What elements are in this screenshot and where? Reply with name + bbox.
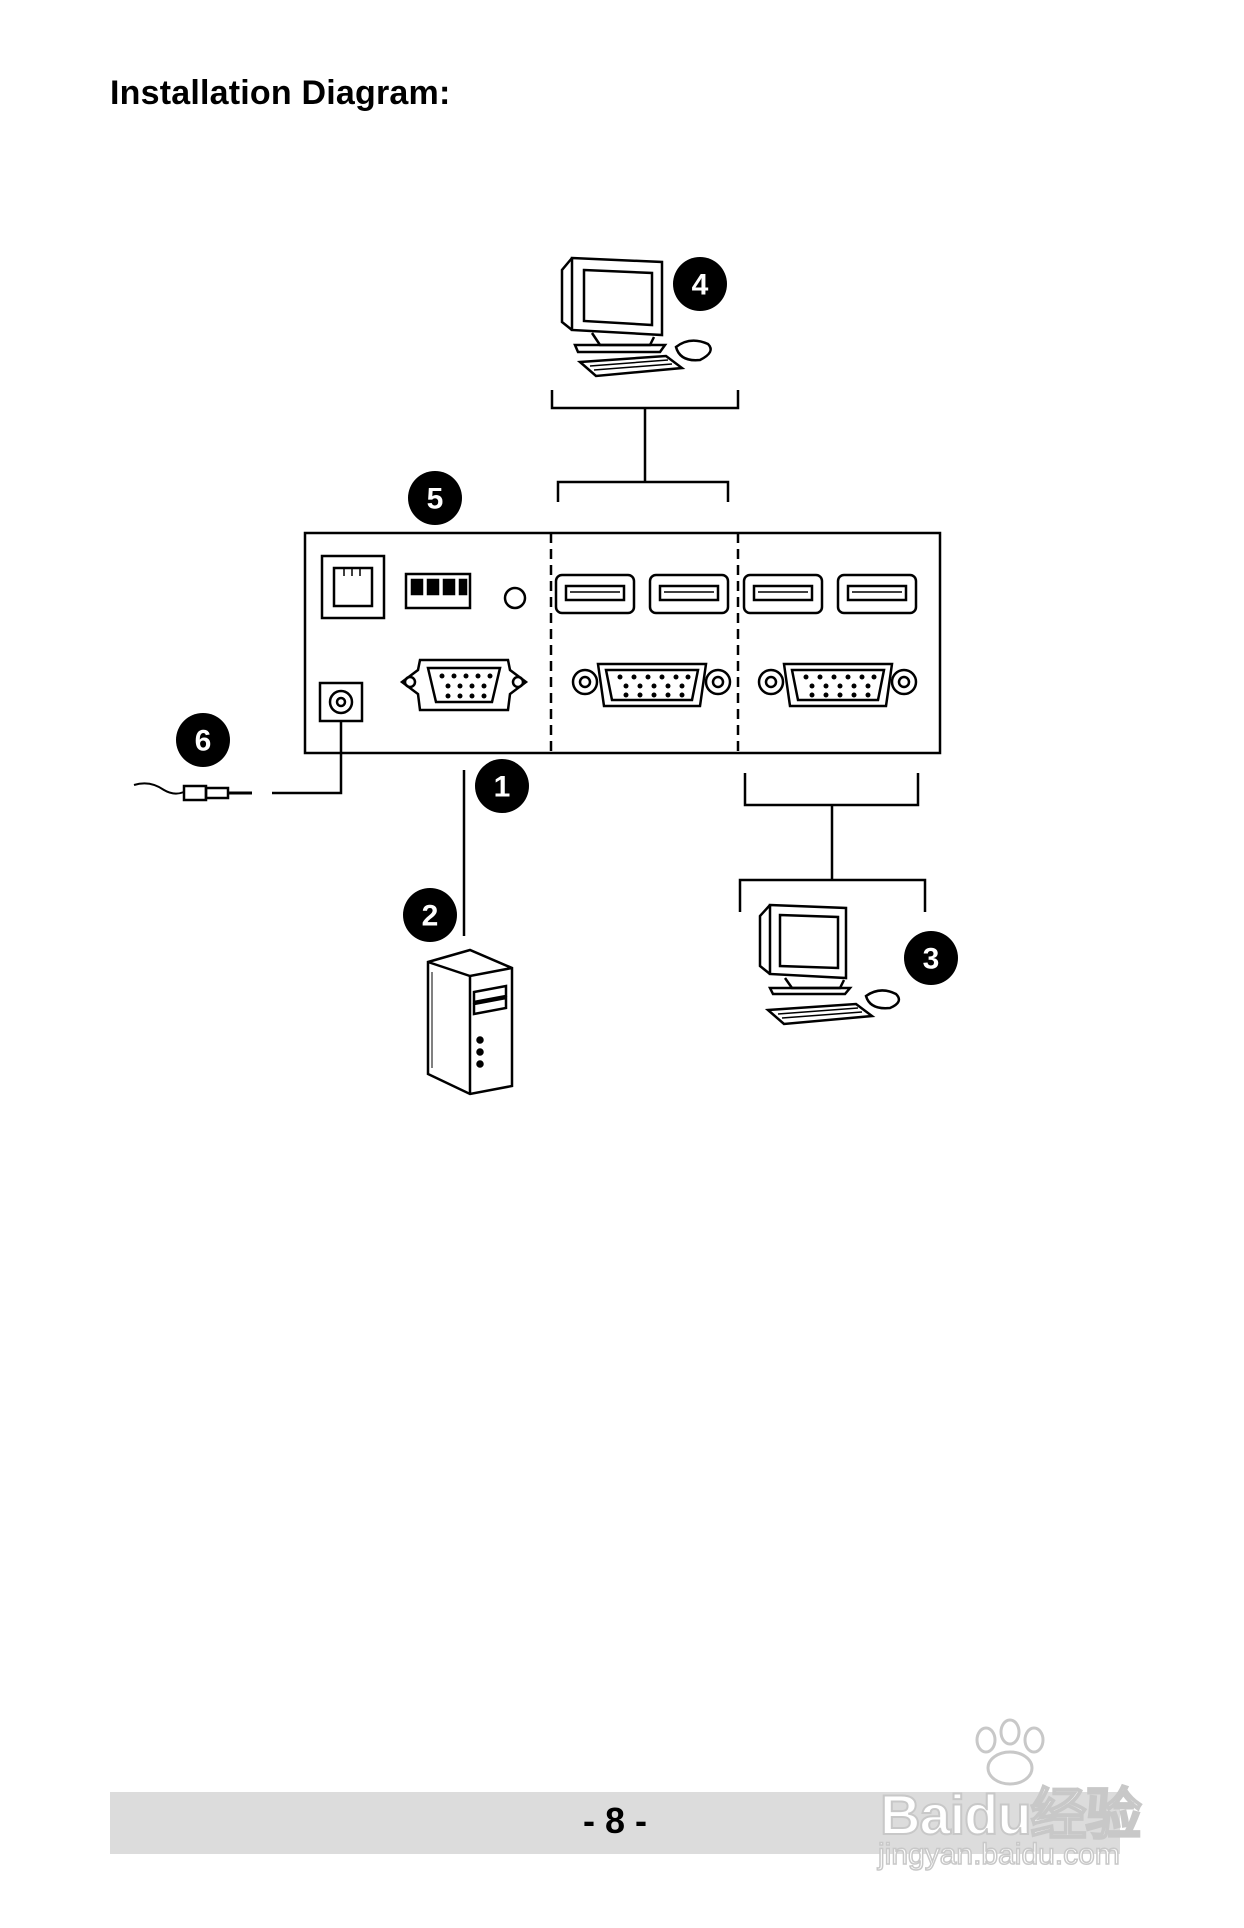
watermark-brand: Baidu经验 (879, 1782, 1143, 1847)
bottom-console-bracket (738, 878, 927, 912)
callout-3: 3 (904, 931, 958, 985)
console-mouse-icon-bottom (864, 989, 901, 1010)
top-console-bracket (550, 390, 740, 410)
callout-1-label: 1 (494, 771, 511, 804)
computer-tower-icon (426, 948, 514, 1096)
callout-5: 5 (408, 471, 462, 525)
top-port-bracket (556, 480, 730, 502)
callout-2-label: 2 (422, 900, 439, 933)
console-keyboard-icon-top (576, 354, 686, 378)
power-cable-line (272, 721, 343, 795)
watermark: Baidu经验 jingyan.baidu.com (872, 1718, 1172, 1878)
power-adapter-plug-icon (133, 782, 252, 802)
usb-port-3 (742, 573, 824, 615)
watermark-url: jingyan.baidu.com (877, 1837, 1120, 1872)
callout-6: 6 (176, 713, 230, 767)
bottom-port-bracket (743, 773, 920, 807)
callout-2: 2 (403, 888, 457, 942)
callout-3-label: 3 (923, 943, 940, 976)
callout-4: 4 (673, 257, 727, 311)
led-indicator (503, 586, 527, 610)
callout-6-label: 6 (195, 725, 212, 758)
vga-port-2 (757, 662, 918, 708)
page-heading: Installation Diagram: (110, 74, 451, 112)
vga-port-1 (571, 662, 732, 708)
kvm-switch-body (303, 531, 942, 755)
dip-switch (404, 572, 472, 610)
footer-bar: - 8 - (110, 1792, 1120, 1854)
callout-1: 1 (475, 759, 529, 813)
paw-logo-icon (975, 1718, 1045, 1786)
vga-port-computer (399, 658, 529, 712)
callout-5-label: 5 (427, 483, 444, 516)
usb-port-1 (554, 573, 636, 615)
rj11-port (320, 554, 386, 620)
console-monitor-icon-top (560, 256, 668, 354)
console-mouse-icon-top (674, 339, 712, 362)
power-jack (318, 681, 364, 723)
callout-4-label: 4 (692, 269, 709, 302)
usb-port-2 (648, 573, 730, 615)
page-number: - 8 - (582, 1800, 647, 1841)
console-keyboard-icon-bottom (764, 1002, 876, 1026)
usb-port-4 (836, 573, 918, 615)
console-monitor-icon-bottom (758, 903, 853, 996)
